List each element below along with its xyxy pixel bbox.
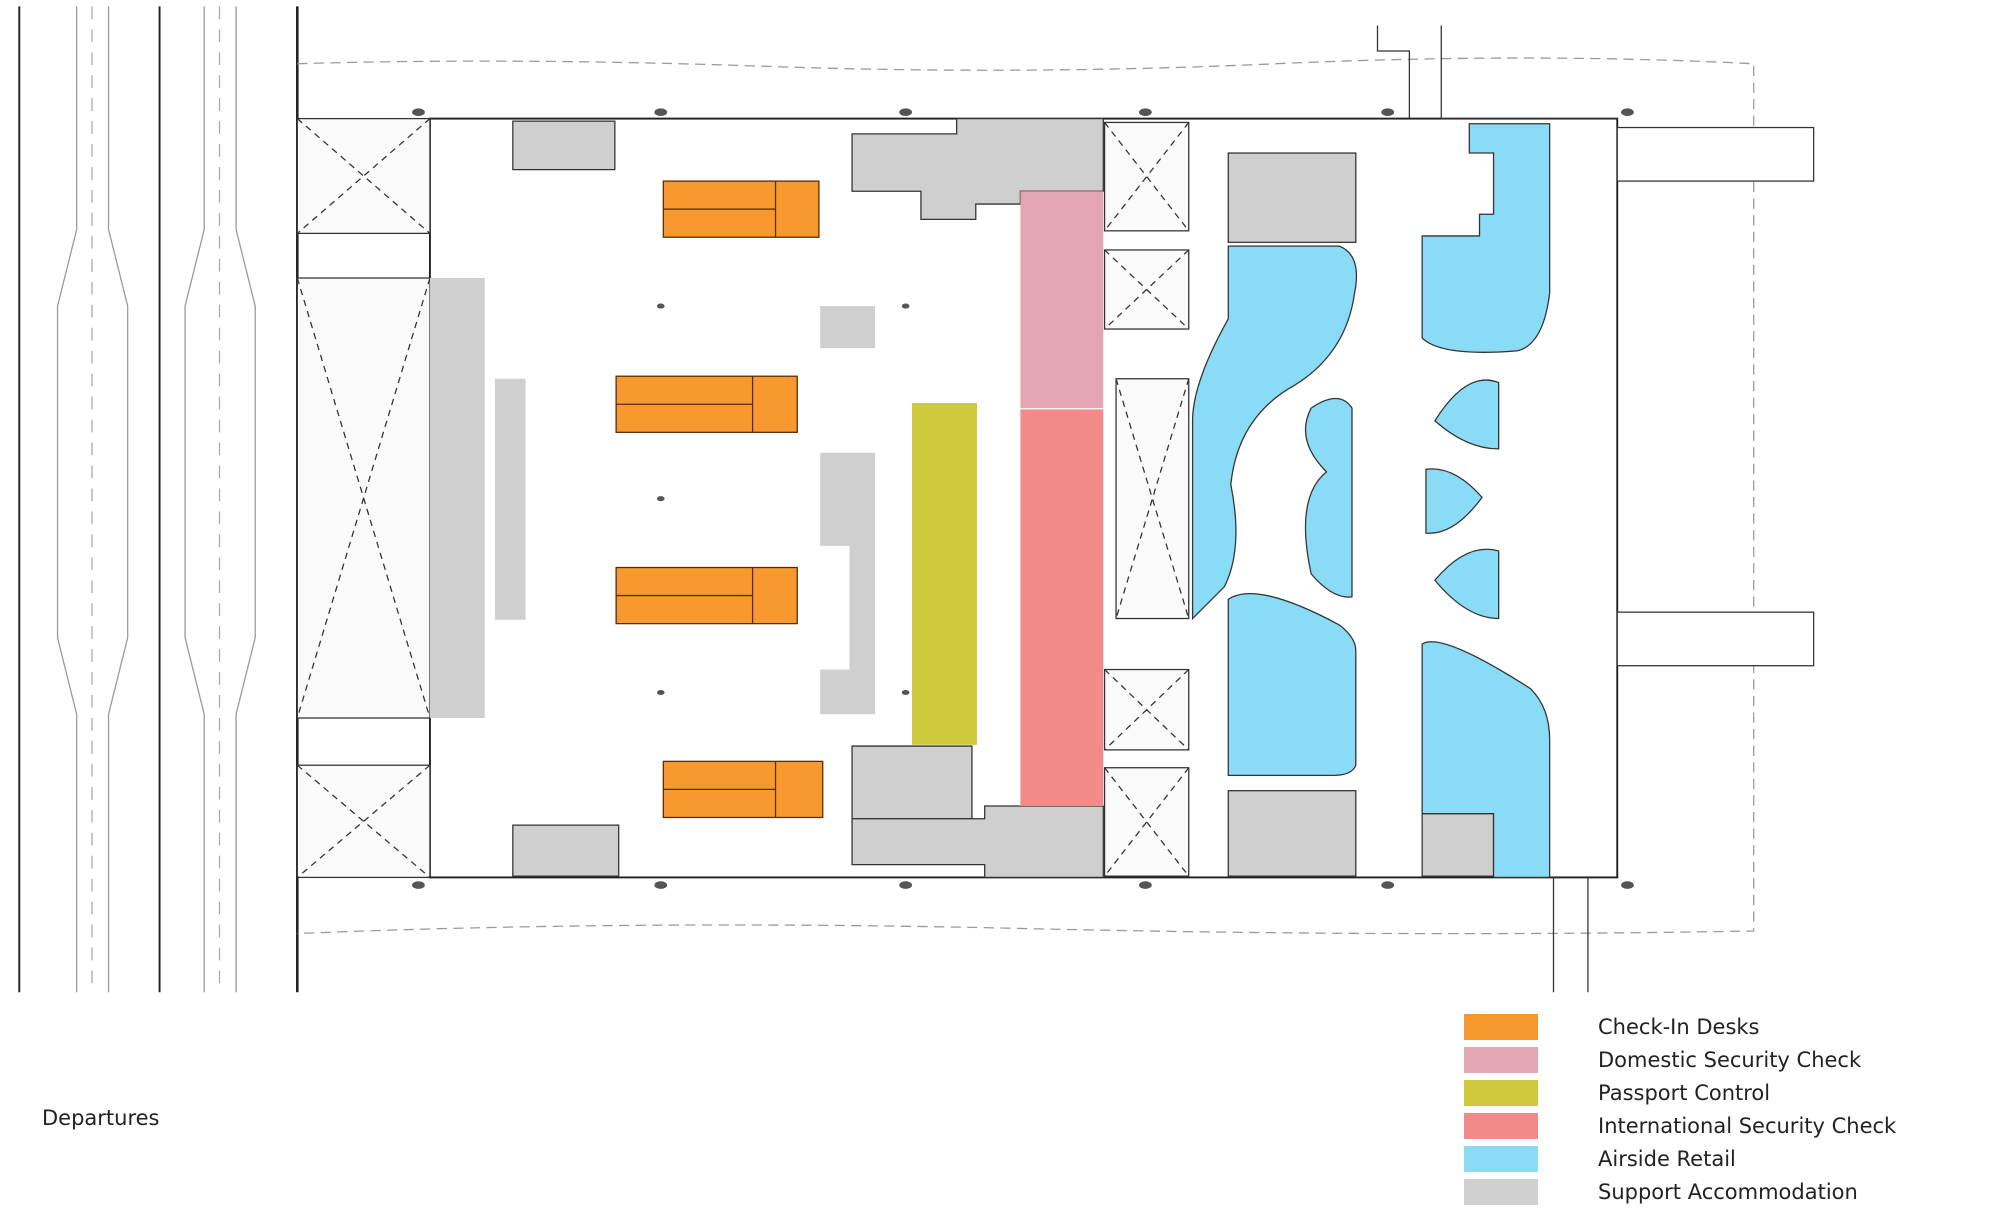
roads [18,6,299,993]
legend-item-support-accommodation: Support Accommodation [1464,1178,1858,1206]
legend-swatch [1464,1146,1538,1172]
legend-label: Passport Control [1598,1081,1771,1105]
legend-swatch [1464,1179,1538,1205]
legend-swatch [1464,1047,1538,1073]
passport-control [912,403,978,745]
airside-retail [1191,123,1551,879]
apron-outline [297,57,1755,935]
piers [1376,25,1815,993]
lobby-voids [296,117,1190,879]
legend-swatch [1464,1080,1538,1106]
legend-label: International Security Check [1598,1114,1897,1138]
check-in-desks [615,180,824,819]
columns [412,108,1634,889]
legend-label: Airside Retail [1598,1147,1736,1171]
legend-swatch [1464,1113,1538,1139]
legend-item-passport-control: Passport Control [1464,1079,1770,1107]
legend-label: Support Accommodation [1598,1180,1858,1204]
legend-swatch [1464,1014,1538,1040]
legend-label: Check-In Desks [1598,1015,1760,1039]
legend-item-check-in: Check-In Desks [1464,1013,1760,1041]
legend-item-domestic-security: Domestic Security Check [1464,1046,1861,1074]
support-accommodation-areas [429,117,1495,879]
plan-title: Departures [42,1106,160,1130]
domestic-security-check [1020,191,1104,409]
international-security-check [1020,409,1104,806]
legend-item-airside-retail: Airside Retail [1464,1145,1736,1173]
legend-item-international-security: International Security Check [1464,1112,1896,1140]
legend-label: Domestic Security Check [1598,1048,1862,1072]
